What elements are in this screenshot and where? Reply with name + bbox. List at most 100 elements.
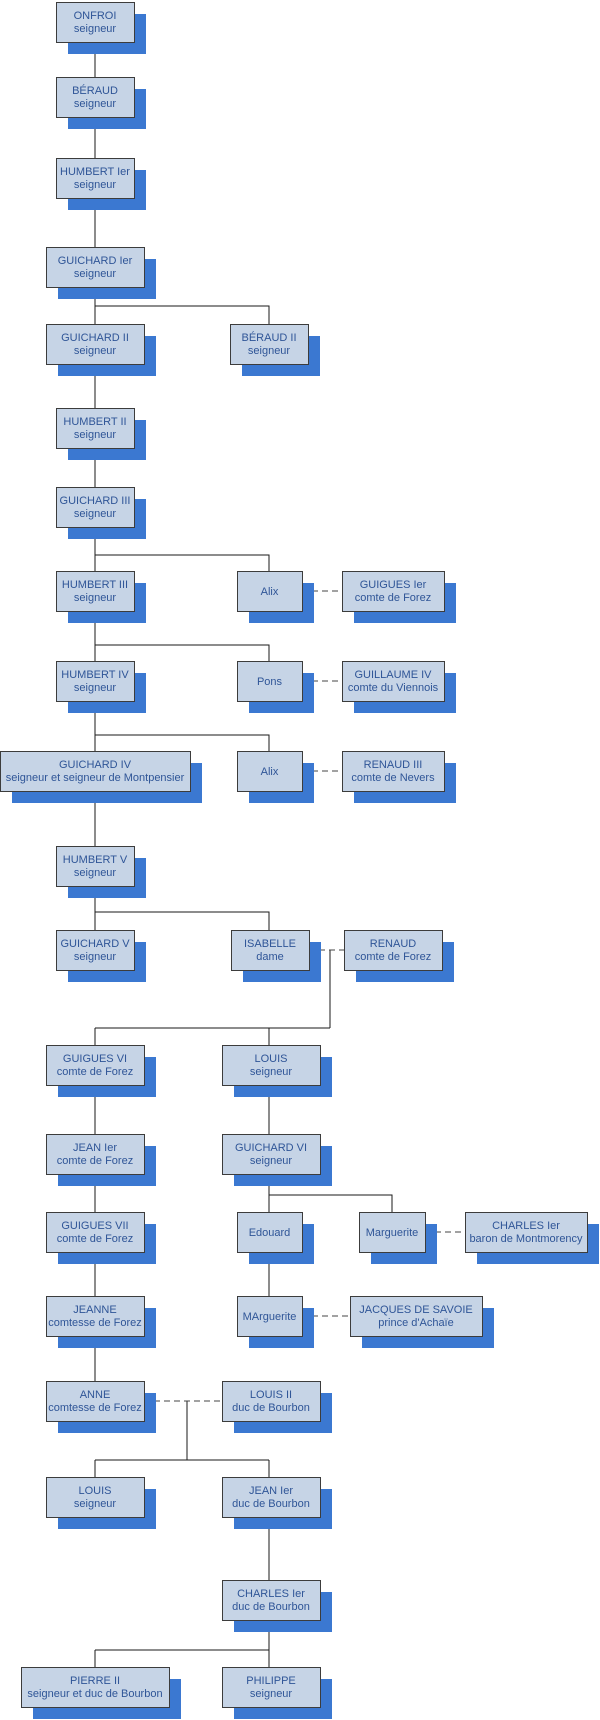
- person-title: seigneur: [74, 23, 117, 35]
- box-frame: [222, 1381, 321, 1422]
- person-name: Edouard: [249, 1227, 291, 1239]
- box-frame: [222, 1667, 321, 1708]
- person-name: BÉRAUD II: [241, 331, 296, 344]
- person-name: HUMBERT IV: [61, 669, 129, 681]
- person-name: ANNE: [80, 1389, 111, 1401]
- person-name: CHARLES Ier: [237, 1588, 305, 1600]
- person-title: seigneur: [74, 951, 117, 963]
- person-title: duc de Bourbon: [232, 1498, 310, 1510]
- box-frame: [56, 661, 135, 702]
- person-name: MArguerite: [243, 1311, 297, 1323]
- person-title: baron de Montmorency: [469, 1233, 583, 1245]
- person-name: JEAN Ier: [73, 1142, 117, 1154]
- person-title: seigneur: [74, 98, 117, 110]
- box-frame: [56, 158, 135, 199]
- person-name: Alix: [261, 766, 279, 778]
- person-name: PIERRE II: [70, 1675, 120, 1687]
- box-frame: [46, 247, 145, 288]
- person-title: duc de Bourbon: [232, 1402, 310, 1414]
- person-title: comte de Forez: [57, 1233, 133, 1245]
- person-title: dame: [256, 951, 284, 963]
- person-name: JEANNE: [73, 1304, 116, 1316]
- box-frame: [46, 1212, 145, 1253]
- person-title: seigneur et duc de Bourbon: [27, 1688, 162, 1700]
- lineage-line-15: [95, 911, 270, 930]
- person-box-edouard: Edouard: [237, 1212, 314, 1264]
- person-name: JEAN Ier: [249, 1485, 293, 1497]
- person-name: HUMBERT II: [63, 416, 126, 428]
- person-name: BÉRAUD: [72, 84, 118, 97]
- box-frame: [237, 571, 303, 612]
- box-frame: [46, 1134, 145, 1175]
- box-frame: [46, 1045, 145, 1086]
- person-name: RENAUD: [370, 938, 417, 950]
- person-name: LOUIS: [254, 1053, 287, 1065]
- box-frame: [237, 1296, 303, 1337]
- box-frame: [0, 751, 191, 792]
- person-title: seigneur: [250, 1688, 293, 1700]
- person-name: GUIGUES Ier: [360, 579, 427, 591]
- person-box-marguerite2: MArguerite: [237, 1296, 314, 1348]
- person-title: duc de Bourbon: [232, 1601, 310, 1613]
- person-name: LOUIS: [78, 1485, 111, 1497]
- person-name: JACQUES DE SAVOIE: [359, 1304, 473, 1316]
- person-title: comte de Forez: [57, 1155, 133, 1167]
- person-name: Marguerite: [366, 1227, 419, 1239]
- person-name: GUICHARD Ier: [58, 255, 133, 267]
- person-title: comte du Viennois: [348, 682, 439, 694]
- box-frame: [21, 1667, 170, 1708]
- person-title: seigneur: [74, 592, 117, 604]
- lineage-line-12: [95, 734, 270, 751]
- box-frame: [56, 408, 135, 449]
- person-name: CHARLES Ier: [492, 1220, 560, 1232]
- box-frame: [222, 1045, 321, 1086]
- person-title: seigneur: [74, 345, 117, 357]
- box-frame: [56, 846, 135, 887]
- person-name: PHILIPPE: [246, 1675, 296, 1687]
- box-frame: [350, 1296, 483, 1337]
- box-frame: [56, 487, 135, 528]
- person-name: GUIGUES VI: [63, 1053, 127, 1065]
- person-title: comte de Forez: [355, 592, 431, 604]
- person-title: comtesse de Forez: [48, 1402, 142, 1414]
- person-name: GUICHARD V: [60, 938, 130, 950]
- box-frame: [222, 1580, 321, 1621]
- box-frame: [56, 571, 135, 612]
- person-name: HUMBERT III: [62, 579, 128, 591]
- person-name: ONFROI: [74, 10, 117, 22]
- box-frame: [56, 77, 135, 118]
- box-frame: [46, 1296, 145, 1337]
- person-name: Alix: [261, 586, 279, 598]
- lineage-line-24: [269, 1194, 393, 1212]
- box-frame: [342, 571, 445, 612]
- person-title: seigneur: [74, 179, 117, 191]
- person-name: GUICHARD VI: [235, 1142, 307, 1154]
- box-frame: [56, 930, 135, 971]
- box-frame: [222, 1477, 321, 1518]
- box-frame: [56, 2, 135, 43]
- person-title: comtesse de Forez: [48, 1317, 142, 1329]
- box-frame: [230, 324, 309, 365]
